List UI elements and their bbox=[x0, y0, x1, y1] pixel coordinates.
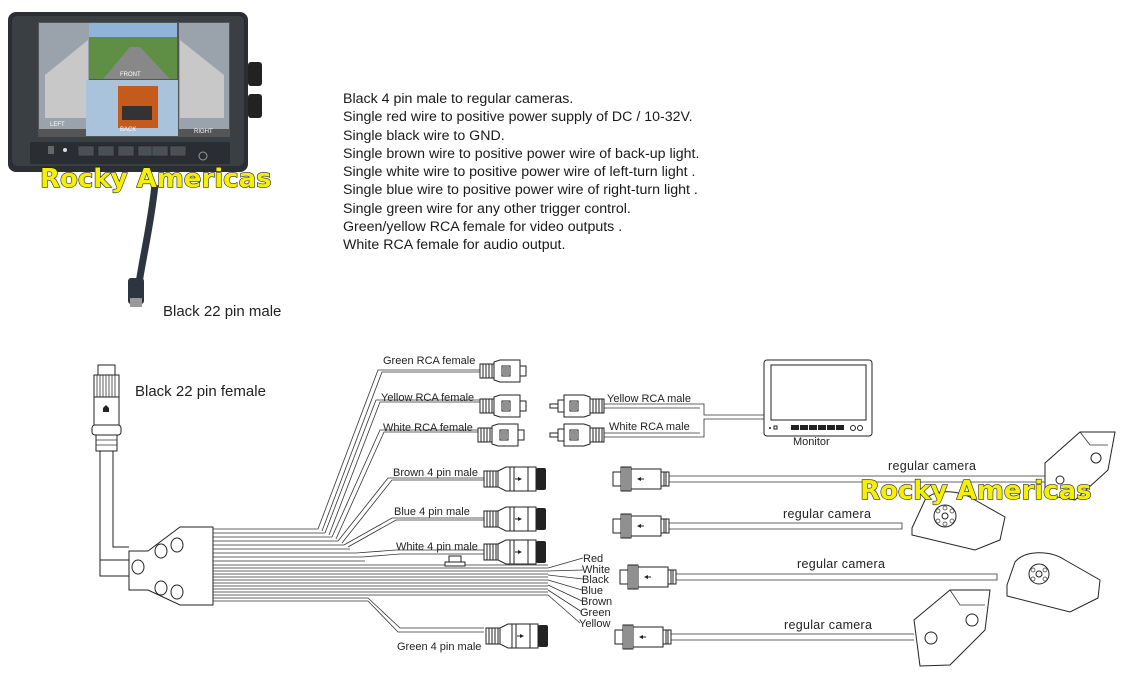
blue-4pin-label: Blue 4 pin male bbox=[394, 506, 470, 518]
camera-1-box bbox=[1044, 431, 1116, 501]
wire-label-red: Red bbox=[583, 553, 603, 565]
note-line: Single red wire to positive power supply… bbox=[343, 109, 693, 126]
wire-label-green: Green bbox=[580, 607, 611, 619]
green-rca-female-label: Green RCA female bbox=[383, 355, 475, 367]
camera-3-plug bbox=[619, 564, 677, 590]
monitor-photo: LEFT FRONT BACK RIGHT bbox=[8, 12, 262, 172]
wire-label-black: Black bbox=[582, 574, 609, 586]
camera-1-label: regular camera bbox=[888, 459, 976, 473]
inline-fuse bbox=[444, 555, 466, 567]
product-photo: LEFT FRONT BACK RIGHT Rocky Americas Bla… bbox=[8, 12, 281, 320]
green-rca-female bbox=[479, 359, 527, 383]
white-rca-male-label: White RCA male bbox=[609, 421, 690, 433]
monitor bbox=[763, 359, 873, 437]
camera-2-plug bbox=[612, 513, 670, 539]
brown-4pin-male bbox=[483, 466, 547, 492]
note-line: Single blue wire to positive power wire … bbox=[343, 182, 698, 199]
camera-4-plug bbox=[614, 624, 672, 650]
blue-4pin-male bbox=[483, 506, 547, 532]
yellow-rca-female bbox=[479, 394, 527, 418]
camera-2-side bbox=[911, 491, 1006, 551]
cable-label: Black 22 pin male bbox=[163, 303, 281, 320]
yellow-rca-male bbox=[549, 394, 605, 418]
main-connector-label: Black 22 pin female bbox=[135, 383, 266, 400]
wire-label-brown: Brown bbox=[581, 596, 612, 608]
white-4pin-label: White 4 pin male bbox=[396, 541, 478, 553]
wire-label-blue: Blue bbox=[581, 585, 603, 597]
wire-branches bbox=[317, 369, 484, 633]
yellow-rca-female-label: Yellow RCA female bbox=[381, 392, 474, 404]
note-line: Single brown wire to positive power wire… bbox=[343, 145, 700, 162]
brown-4pin-label: Brown 4 pin male bbox=[393, 467, 478, 479]
note-line: White RCA female for audio output. bbox=[343, 237, 566, 254]
note-line: Black 4 pin male to regular cameras. bbox=[343, 91, 574, 107]
junction-block bbox=[128, 526, 214, 606]
watermark-bottom: Rocky Americas bbox=[860, 476, 1092, 506]
white-4pin-male bbox=[483, 539, 547, 565]
note-line: Single white wire to positive power wire… bbox=[343, 164, 696, 181]
yellow-rca-male-label: Yellow RCA male bbox=[607, 393, 691, 405]
note-line: Single black wire to GND. bbox=[343, 127, 505, 144]
camera-2-label: regular camera bbox=[783, 507, 871, 521]
white-rca-female-label: White RCA female bbox=[383, 422, 473, 434]
monitor-cable bbox=[604, 403, 765, 438]
svg-text:LEFT: LEFT bbox=[50, 122, 65, 128]
monitor-label: Monitor bbox=[793, 436, 830, 448]
note-line: Green/yellow RCA female for video output… bbox=[343, 219, 623, 236]
wire-trunk bbox=[213, 528, 548, 602]
wire-label-yellow: Yellow bbox=[579, 618, 610, 630]
wiring-notes: Black 4 pin male to regular cameras. Sin… bbox=[343, 90, 699, 255]
green-4pin-male bbox=[485, 623, 549, 649]
wire-color-fanout bbox=[547, 557, 584, 624]
white-rca-female bbox=[477, 423, 525, 447]
svg-text:RIGHT: RIGHT bbox=[194, 129, 213, 135]
svg-text:FRONT: FRONT bbox=[120, 72, 141, 78]
main-22pin-connector bbox=[91, 364, 129, 577]
watermark-top: Rocky Americas bbox=[40, 164, 272, 194]
white-rca-male bbox=[549, 423, 605, 447]
camera-4-label: regular camera bbox=[784, 618, 872, 632]
camera-3-side bbox=[1006, 552, 1101, 613]
green-4pin-label: Green 4 pin male bbox=[397, 641, 481, 653]
camera-1-plug bbox=[612, 466, 670, 492]
wire-label-white: White bbox=[582, 564, 610, 576]
svg-text:BACK: BACK bbox=[120, 127, 136, 133]
cable bbox=[134, 184, 159, 291]
note-line: Single green wire for any other trigger … bbox=[343, 200, 631, 217]
camera-3-label: regular camera bbox=[797, 557, 885, 571]
camera-4-box bbox=[913, 589, 991, 667]
